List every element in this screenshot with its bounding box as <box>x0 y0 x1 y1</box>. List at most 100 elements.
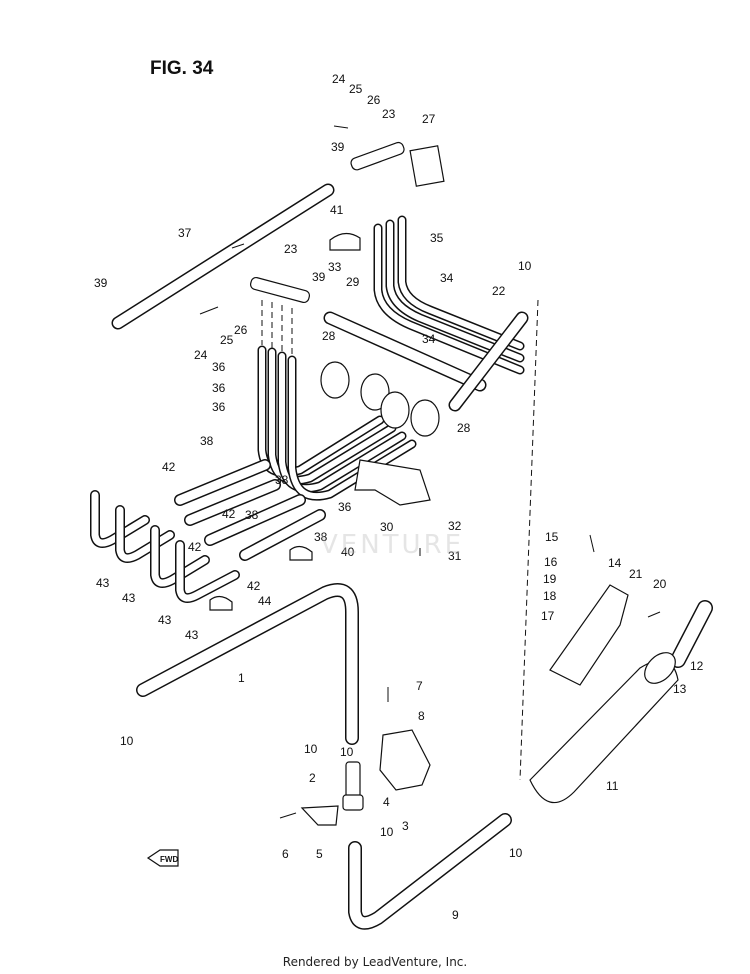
callout-label: 11 <box>606 779 619 793</box>
footer-credit: Rendered by LeadVenture, Inc. <box>282 955 468 969</box>
callout-label: 29 <box>346 275 360 289</box>
callout-label: 6 <box>282 847 289 861</box>
canister-11 <box>529 652 679 804</box>
callout-label: 10 <box>518 259 532 273</box>
joint-23-lower <box>249 276 311 356</box>
callout-label: 39 <box>94 276 108 290</box>
callout-label: 25 <box>220 333 234 347</box>
callout-label: 27 <box>422 112 436 126</box>
callout-label: 7 <box>416 679 423 693</box>
callout-label: 26 <box>367 93 381 107</box>
callout-label: 36 <box>338 500 352 514</box>
callout-label: 3 <box>402 819 409 833</box>
callout-label: 31 <box>448 549 462 563</box>
callout-label: 25 <box>349 82 363 96</box>
callout-label: 14 <box>608 556 622 570</box>
hose-9 <box>348 813 512 930</box>
callout-label: 18 <box>543 589 557 603</box>
callout-label: 17 <box>541 609 555 623</box>
leader-10-11 <box>519 299 539 781</box>
callout-label: 36 <box>212 381 226 395</box>
fwd-label: FWD <box>160 855 178 864</box>
hose-29 <box>323 311 487 392</box>
callout-label: 21 <box>629 567 643 581</box>
callout-label: 4 <box>383 795 390 809</box>
bracket-30 <box>354 459 431 506</box>
bracket-5 <box>300 805 339 826</box>
watermark: VENTURE <box>320 530 465 560</box>
callout-label: 39 <box>331 140 345 154</box>
callout-label: 16 <box>544 555 558 569</box>
figure-title: FIG. 34 <box>150 58 214 79</box>
callout-label: 22 <box>492 284 506 298</box>
callout-label: 10 <box>340 745 354 759</box>
callout-label: 1 <box>238 671 245 685</box>
callout-label: 28 <box>457 421 471 435</box>
callout-label: 9 <box>452 908 459 922</box>
callout-label: 12 <box>690 659 704 673</box>
callout-label: 34 <box>422 332 436 346</box>
callout-label: 40 <box>341 545 355 559</box>
callout-label: 36 <box>212 400 226 414</box>
callout-label: 38 <box>314 530 328 544</box>
callout-label: 23 <box>382 107 396 121</box>
fuel-filter-2 <box>342 761 364 811</box>
callout-labels: 1 2 3 4 5 6 7 8 9 10 10 10 10 10 10 11 1… <box>94 72 704 922</box>
hoses-38 <box>174 459 326 561</box>
callout-label: 35 <box>430 231 444 245</box>
hoses-36 <box>257 345 417 501</box>
callout-label: 41 <box>330 203 344 217</box>
vacuum-valves-28 <box>320 361 440 437</box>
callout-label: 23 <box>284 242 298 256</box>
callout-label: 42 <box>162 460 176 474</box>
callout-label: 10 <box>380 825 394 839</box>
callout-label: 34 <box>440 271 454 285</box>
callout-label: 2 <box>309 771 316 785</box>
bracket-14 <box>549 584 629 686</box>
callout-label: 24 <box>332 72 346 86</box>
callout-label: 36 <box>212 360 226 374</box>
callout-label: 26 <box>234 323 248 337</box>
callout-label: 19 <box>543 572 557 586</box>
clamp-40 <box>289 545 313 561</box>
callout-label: 24 <box>194 348 208 362</box>
hose-bundle-35 <box>373 215 525 375</box>
callout-label: 39 <box>312 270 326 284</box>
callout-label: 38 <box>275 473 289 487</box>
bolts <box>199 125 661 819</box>
hose-22 <box>448 311 529 412</box>
callout-label: 10 <box>509 846 523 860</box>
callout-label: 38 <box>245 508 259 522</box>
bracket-3 <box>379 729 431 791</box>
hoses-43 <box>90 490 240 604</box>
callout-label: 43 <box>122 591 136 605</box>
forward-arrow-icon: FWD <box>146 849 179 867</box>
callout-label: 15 <box>545 530 559 544</box>
callout-label: 13 <box>673 682 687 696</box>
hose-12 <box>670 600 713 668</box>
callout-label: 42 <box>222 507 236 521</box>
callout-label: 44 <box>258 594 272 608</box>
callout-label: 37 <box>178 226 192 240</box>
hose-1 <box>136 583 359 745</box>
callout-label: 10 <box>304 742 318 756</box>
hose-37 <box>111 183 335 330</box>
callout-label: 43 <box>185 628 199 642</box>
callout-label: 30 <box>380 520 394 534</box>
callout-label: 42 <box>188 540 202 554</box>
joint-23-upper <box>350 141 445 187</box>
callout-label: 43 <box>96 576 110 590</box>
clamp-44 <box>209 595 233 611</box>
callout-label: 43 <box>158 613 172 627</box>
clamp-41 <box>329 232 361 251</box>
callout-label: 42 <box>247 579 261 593</box>
callout-label: 38 <box>200 434 214 448</box>
callout-label: 20 <box>653 577 667 591</box>
callout-label: 28 <box>322 329 336 343</box>
callout-label: 5 <box>316 847 323 861</box>
callout-label: 33 <box>328 260 342 274</box>
callout-label: 8 <box>418 709 425 723</box>
callout-label: 32 <box>448 519 462 533</box>
callout-label: 10 <box>120 734 134 748</box>
